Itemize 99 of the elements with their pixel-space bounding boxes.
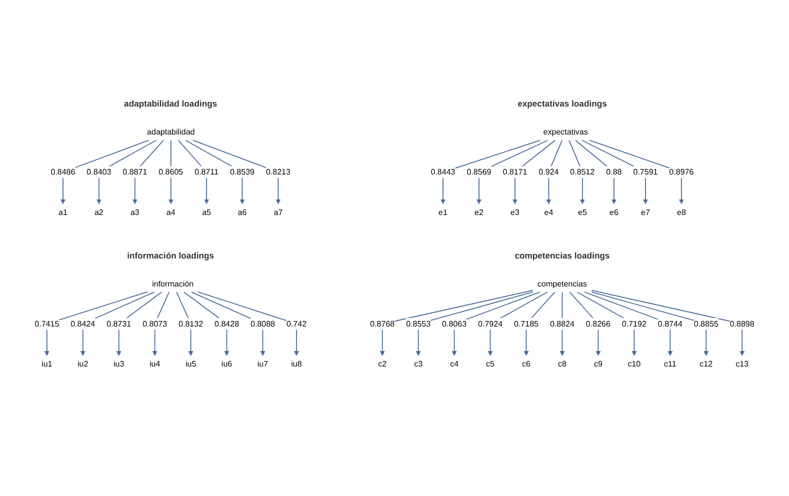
edge-label: 0.8512 [570, 167, 595, 176]
edge-label: 0.8768 [370, 319, 395, 328]
edge-label: 0.8824 [550, 319, 574, 328]
node-text: c13 [736, 359, 749, 368]
node-text: c3 [414, 359, 423, 368]
node-text: iu4 [149, 359, 160, 368]
arrow [591, 290, 745, 356]
arrow [476, 140, 548, 204]
edge-label: 0.7591 [633, 167, 658, 176]
node-text: e8 [676, 207, 686, 217]
arrow [452, 292, 540, 356]
edge-label: 0.8088 [250, 319, 276, 328]
edge-label: 0.8063 [442, 319, 467, 328]
node-text: iu5 [185, 359, 196, 368]
edge-label: 0.7415 [34, 319, 60, 328]
arrow [185, 140, 245, 204]
node-text: c12 [700, 359, 713, 368]
arrow [44, 291, 148, 356]
panel-heading: información loadings [127, 250, 214, 261]
edge-label: 0.8569 [466, 167, 492, 176]
node-text: a4 [166, 207, 176, 217]
node-text: e5 [578, 207, 587, 217]
arrow [591, 292, 709, 356]
edge-label: 0.8132 [178, 319, 204, 328]
node-text: c2 [378, 359, 387, 368]
arrow [80, 292, 155, 356]
edge-label: 0.8898 [730, 319, 754, 328]
node-text: a5 [202, 207, 212, 217]
node-text: competencias [537, 278, 587, 288]
node-text: c4 [450, 359, 459, 368]
arrow [380, 290, 534, 356]
arrow [575, 140, 616, 204]
node-text: c10 [628, 359, 641, 368]
edge-label: 0.8443 [430, 167, 456, 176]
arrow [416, 292, 534, 356]
node-text: e7 [641, 207, 650, 217]
node-text: c8 [558, 359, 566, 368]
node-text: c9 [594, 359, 602, 368]
arrow [440, 140, 541, 204]
arrow [178, 140, 210, 204]
node-text: iu3 [114, 359, 124, 368]
edge-label: 0.8871 [122, 167, 148, 176]
edge-label: 0.8403 [86, 167, 112, 176]
arrow [192, 140, 281, 204]
node-text: c5 [486, 359, 495, 368]
edge-label: 0.8171 [502, 167, 528, 176]
edge-label: 0.8073 [142, 319, 168, 328]
edge-label: 0.8855 [694, 319, 718, 328]
node-text: a2 [94, 207, 104, 217]
node-text: a3 [130, 207, 140, 217]
edge-label: 0.742 [286, 319, 307, 328]
edge-label: 0.8486 [50, 167, 76, 176]
edge-label: 0.8976 [669, 167, 694, 176]
arrow [60, 140, 149, 204]
node-text: e4 [544, 207, 554, 217]
edge-label: 0.8213 [266, 167, 290, 176]
edge-label: 0.8553 [406, 319, 431, 328]
arrow [584, 292, 673, 356]
edge-label: 0.7192 [622, 319, 646, 328]
node-text: e1 [438, 207, 448, 217]
node-text: c6 [522, 359, 530, 368]
node-text: e3 [510, 207, 520, 217]
node-text: e6 [610, 207, 618, 217]
node-text: iu8 [291, 359, 302, 368]
node-text: c11 [664, 359, 676, 368]
arrow [190, 292, 266, 356]
edge-label: 0.8539 [230, 167, 254, 176]
node-text: e2 [474, 207, 484, 217]
node-text: a1 [58, 207, 68, 217]
edge-label: 0.88 [606, 167, 622, 176]
arrow [546, 140, 563, 204]
panel-heading: expectativas loadings [518, 99, 607, 109]
node-text: iu7 [257, 359, 268, 368]
arrow [589, 140, 684, 204]
edge-label: 0.7185 [514, 319, 539, 328]
node-text: adaptabilidad [147, 127, 195, 136]
arrow [96, 140, 156, 204]
node-text: iu1 [42, 359, 52, 368]
arrow [488, 292, 548, 356]
edge-label: 0.8266 [586, 319, 610, 328]
arrow [582, 140, 648, 204]
node-text: a7 [274, 207, 283, 217]
node-text: expectativas [543, 127, 588, 136]
node-text: información [152, 278, 194, 288]
panel-heading: adaptabilidad loadings [124, 99, 218, 109]
edge-label: 0.8711 [194, 167, 219, 176]
edge-label: 0.8424 [70, 319, 96, 328]
edge-label: 0.8428 [214, 319, 240, 328]
node-text: a6 [238, 207, 247, 217]
node-text: iu6 [221, 359, 232, 368]
edge-label: 0.7924 [478, 319, 503, 328]
edge-label: 0.924 [538, 167, 559, 176]
edge-label: 0.8731 [106, 319, 132, 328]
edge-label: 0.8744 [658, 319, 682, 328]
panel-heading: competencias loadings [514, 250, 610, 261]
node-text: iu2 [78, 359, 88, 368]
arrow [576, 292, 637, 356]
arrow [198, 292, 300, 356]
edge-label: 0.8605 [158, 167, 184, 176]
